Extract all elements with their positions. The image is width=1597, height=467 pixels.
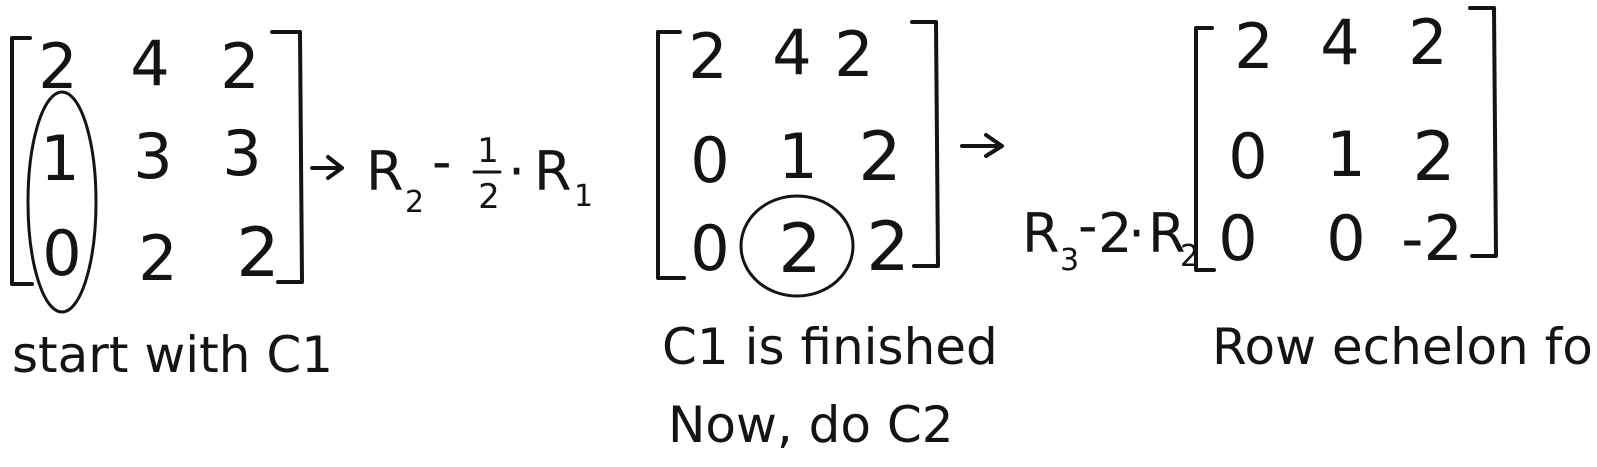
matrix-1-cell-r2c2: 3	[133, 120, 172, 193]
operation-2-times: ·	[1128, 202, 1145, 265]
matrix-1-cell-r3c1: 0	[42, 217, 81, 290]
caption-step-1: start with C1	[12, 326, 333, 384]
matrix-3: 2 4 2 0 1 2 0 0 -2	[1194, 6, 1498, 275]
operation-1: R 2 - 1 2 · R 1	[310, 130, 593, 220]
matrix-2-right-bracket	[910, 20, 940, 268]
matrix-2-cell-r1c1: 2	[688, 20, 727, 93]
matrix-1-cell-r3c2: 2	[138, 222, 177, 295]
matrix-3-cell-r2c3: 2	[1412, 118, 1455, 197]
operation-1-minus: -	[432, 130, 452, 193]
matrix-3-right-bracket	[1468, 6, 1498, 258]
matrix-1-cell-r3c3: 2	[236, 214, 279, 293]
matrix-1-column-1-highlight	[26, 90, 98, 314]
matrix-2-cell-r1c3: 2	[834, 18, 873, 91]
arrow-1	[310, 155, 344, 180]
matrix-2-cell-r3c2: 2	[778, 210, 821, 289]
matrix-3-left-bracket	[1194, 26, 1216, 272]
matrix-3-cell-r1c3: 2	[1408, 6, 1447, 79]
matrix-1-cell-r2c3: 3	[222, 117, 261, 190]
matrix-3-cell-r2c2: 1	[1326, 118, 1365, 191]
operation-1-coefficient-denominator: 2	[478, 177, 500, 217]
matrix-2: 2 4 2 0 1 2 0 2 2	[656, 16, 940, 298]
matrix-2-cell-r3c3: 2	[866, 208, 909, 287]
matrix-3-cell-r1c1: 2	[1234, 10, 1273, 83]
matrix-1: 2 4 2 1 3 3 0 2 2	[10, 27, 304, 314]
operation-2-coefficient: 2	[1098, 202, 1132, 265]
operation-2: R 3 - 2 · R 2	[960, 133, 1199, 278]
matrix-2-left-bracket	[656, 30, 686, 280]
matrix-1-left-bracket	[10, 36, 34, 286]
matrix-1-cell-r1c2: 4	[130, 27, 169, 100]
operation-2-row: R	[1022, 202, 1060, 265]
operation-1-row-2: R	[534, 140, 572, 203]
caption-step-3: Row echelon form	[1212, 318, 1597, 376]
matrix-3-cell-r1c2: 4	[1320, 6, 1359, 79]
operation-2-row-subscript: 3	[1060, 243, 1079, 278]
operation-1-row-2-subscript: 1	[574, 179, 593, 214]
matrix-2-cell-r1c2: 4	[772, 16, 811, 89]
matrix-3-cell-r3c3: -2	[1401, 202, 1463, 275]
matrix-1-cell-r2c1: 1	[40, 122, 79, 195]
matrix-2-cell-r2c1: 0	[690, 124, 729, 197]
operation-2-row-2: R	[1148, 202, 1186, 265]
matrix-1-right-bracket	[270, 30, 304, 284]
operation-1-row-subscript: 2	[405, 185, 424, 220]
matrix-3-cell-r3c1: 0	[1218, 202, 1257, 275]
caption-step-2-line-2: Now, do C2	[668, 396, 954, 454]
operation-1-row: R	[366, 140, 404, 203]
arrow-2	[960, 133, 1004, 158]
matrix-2-cell-r2c2: 1	[778, 120, 817, 193]
operation-1-coefficient-numerator: 1	[477, 131, 499, 171]
matrix-2-cell-r2c3: 2	[858, 118, 901, 197]
matrix-3-cell-r3c2: 0	[1326, 202, 1365, 275]
matrix-1-cell-r1c3: 2	[220, 30, 259, 103]
operation-2-minus: -	[1078, 194, 1098, 257]
matrix-2-pivot-highlight	[739, 194, 855, 298]
operation-1-times: ·	[508, 140, 525, 203]
caption-step-2-line-1: C1 is finished	[662, 318, 998, 376]
matrix-1-cell-r1c1: 2	[38, 30, 77, 103]
matrix-2-cell-r3c1: 0	[690, 212, 729, 285]
matrix-3-cell-r2c1: 0	[1228, 120, 1267, 193]
